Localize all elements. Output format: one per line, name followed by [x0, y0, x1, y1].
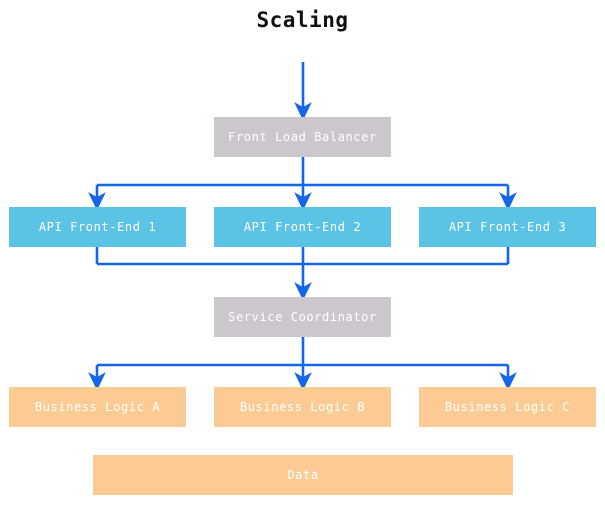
node-label: API Front-End 2: [243, 220, 362, 234]
node-business-logic-c[interactable]: Business Logic C: [419, 387, 596, 427]
node-front-load-balancer[interactable]: Front Load Balancer: [214, 117, 391, 157]
node-label: Business Logic B: [239, 400, 366, 414]
node-label: Front Load Balancer: [228, 130, 377, 144]
connector-lb-bus: [97, 157, 508, 187]
node-api-front-end-2[interactable]: API Front-End 2: [214, 207, 391, 247]
node-label: Data: [287, 468, 319, 482]
node-api-front-end-1[interactable]: API Front-End 1: [9, 207, 186, 247]
node-label: API Front-End 1: [38, 220, 157, 234]
node-label: Business Logic A: [34, 400, 161, 414]
node-business-logic-a[interactable]: Business Logic A: [9, 387, 186, 427]
node-data[interactable]: Data: [93, 455, 513, 495]
node-label: API Front-End 3: [448, 220, 567, 234]
page-title: Scaling: [256, 8, 349, 32]
node-service-coordinator[interactable]: Service Coordinator: [214, 297, 391, 337]
node-label: Service Coordinator: [228, 310, 377, 324]
node-api-front-end-3[interactable]: API Front-End 3: [419, 207, 596, 247]
node-label: Business Logic C: [444, 400, 571, 414]
connector-coordinator-bus-out: [97, 337, 508, 367]
node-business-logic-b[interactable]: Business Logic B: [214, 387, 391, 427]
